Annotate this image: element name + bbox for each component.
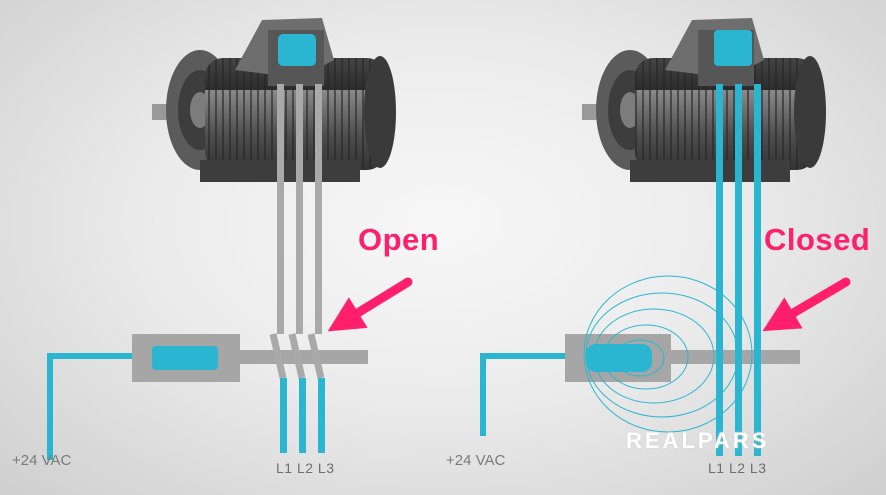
- conductors-right-closed: [716, 84, 761, 456]
- open-contacts: [269, 333, 325, 379]
- coil-wire-right: [480, 353, 590, 436]
- motor-right-terminal-box: [714, 30, 752, 66]
- conductors-left-lower: [280, 378, 325, 453]
- arrow-closed: [762, 277, 851, 332]
- phase-labels-right: L1 L2 L3: [708, 460, 767, 476]
- supply-label-right: +24 VAC: [446, 452, 506, 469]
- supply-label-left: +24 VAC: [12, 452, 72, 469]
- actuator-bar-left: [240, 350, 368, 364]
- realpars-logo: REALPARS: [626, 428, 770, 453]
- state-label-open: Open: [358, 222, 440, 257]
- motor-left: [152, 18, 396, 182]
- coil-wire-left: [47, 353, 160, 460]
- conductors-left-upper: [277, 84, 322, 334]
- arrow-open: [327, 277, 413, 332]
- motor-left-terminal-box: [278, 34, 316, 66]
- state-label-closed: Closed: [764, 222, 871, 257]
- motor-right: [582, 18, 826, 182]
- phase-labels-left: L1 L2 L3: [276, 460, 335, 476]
- coil-right-energized: [586, 344, 652, 372]
- coil-left: [152, 346, 218, 370]
